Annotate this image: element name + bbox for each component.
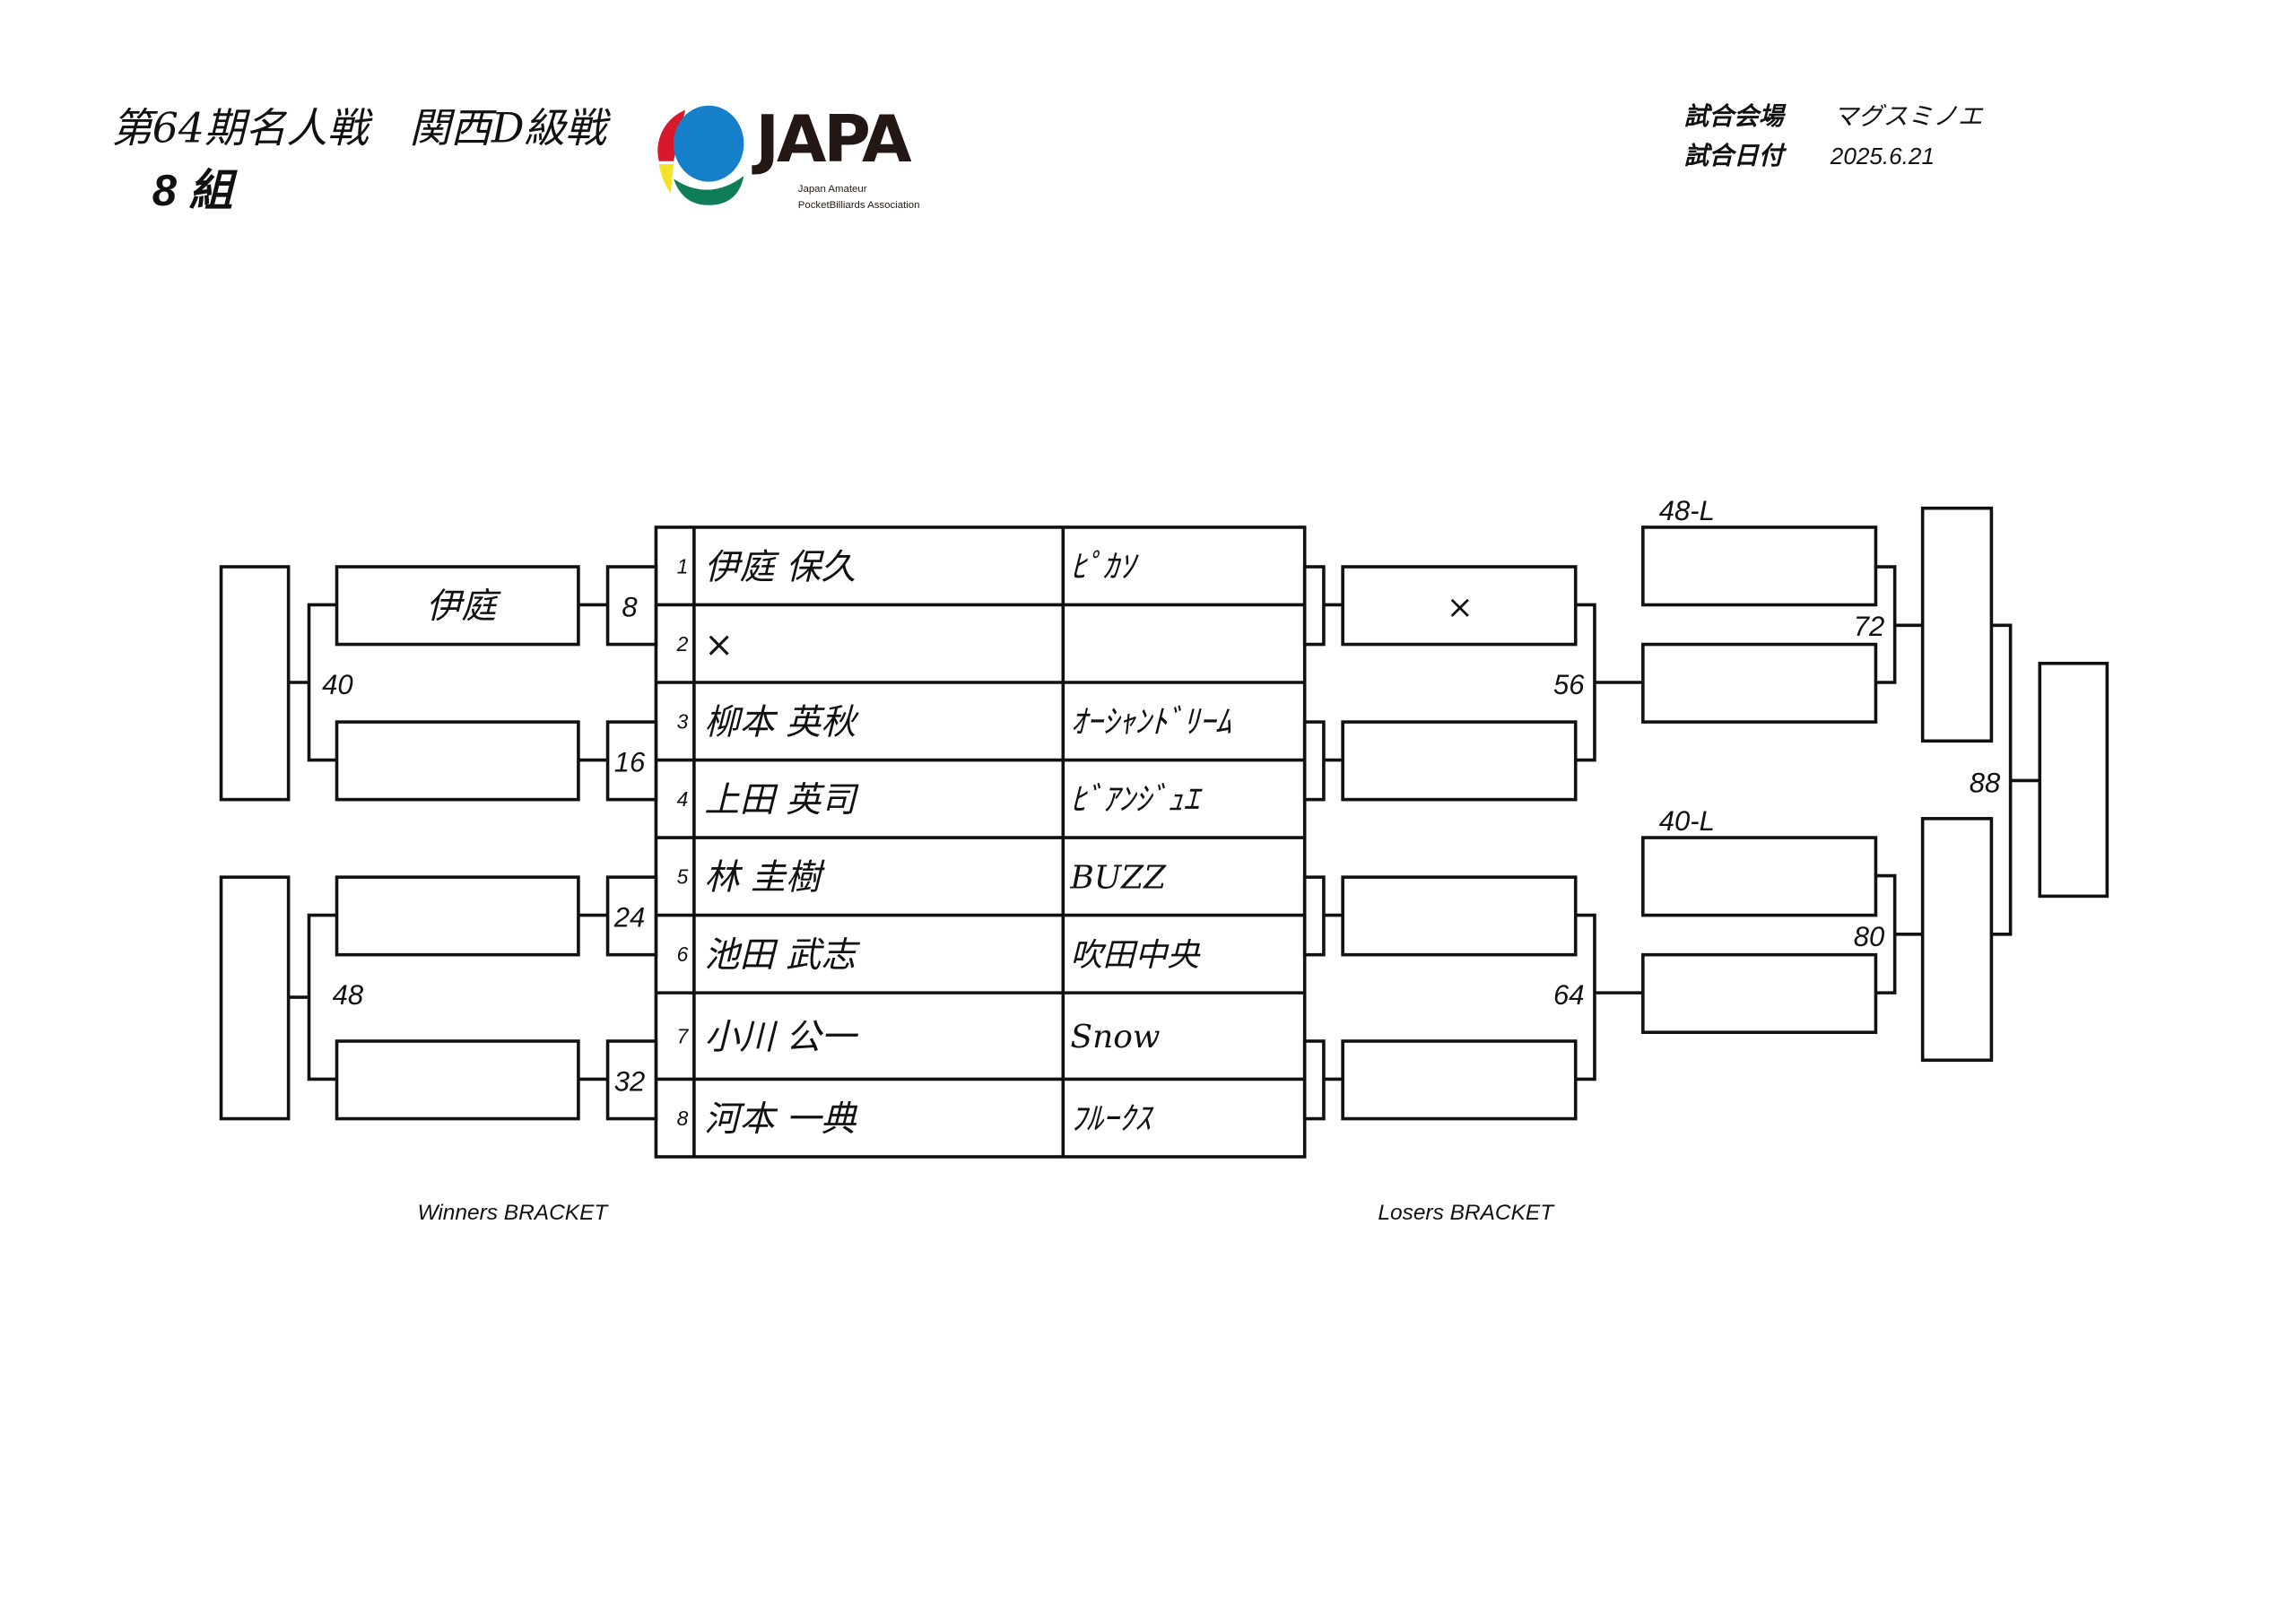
team-name: ﾌﾙｰｸｽ	[1070, 1101, 1154, 1138]
loser-slot	[1920, 817, 1994, 1063]
date-value: 2025.6.21	[1830, 143, 1935, 169]
player-name: 柳本 英秋	[704, 702, 859, 743]
player-row: 1 伊庭 保久 ﾋﾟｶｿ	[656, 547, 1305, 607]
match-number: 8	[622, 592, 638, 623]
winners-bracket-label: Winners BRACKET	[417, 1201, 609, 1225]
logo-line1: Japan Amateur	[798, 184, 867, 195]
player-name: 伊庭 保久	[704, 547, 856, 587]
seed-number: 7	[677, 1025, 690, 1048]
match-number: 88	[1970, 767, 2001, 798]
player-row: 3 柳本 英秋 ｵｰｼｬﾝﾄﾞﾘｰﾑ	[656, 702, 1305, 762]
japa-logo: JAPA Japan Amateur PocketBilliards Assoc…	[657, 101, 919, 211]
team-name: ｵｰｼｬﾝﾄﾞﾘｰﾑ	[1070, 704, 1231, 741]
venue-label: 試合会場	[1684, 102, 1787, 130]
loser-slot	[1341, 1039, 1578, 1121]
group-label: 8 組	[152, 167, 239, 215]
event-title: 第64期名人戦 関西D級戦	[111, 105, 611, 152]
loser-slot	[1920, 506, 1994, 743]
loser-entry: ×	[1447, 589, 1474, 626]
losers-bracket-label: Losers BRACKET	[1378, 1201, 1555, 1225]
match-number: 32	[614, 1066, 646, 1098]
player-name: 池田 武志	[704, 935, 860, 976]
match-number: 16	[614, 747, 646, 778]
winner-slot	[219, 565, 291, 802]
player-name: ×	[704, 625, 734, 665]
winner-slot	[335, 720, 580, 802]
match-number: 56	[1553, 669, 1585, 700]
loser-slot	[1641, 836, 1878, 917]
drop-label: 48-L	[1659, 495, 1715, 526]
loser-slot	[1641, 642, 1878, 724]
match-number: 80	[1854, 921, 1885, 952]
winner-slot	[335, 1039, 580, 1121]
seed-number: 1	[677, 554, 689, 578]
team-name: 吹田中央	[1070, 937, 1201, 974]
drop-label: 40-L	[1659, 805, 1715, 837]
player-name: 小川 公一	[704, 1017, 858, 1057]
seed-number: 4	[677, 787, 689, 811]
player-row: 8 河本 一典 ﾌﾙｰｸｽ	[677, 1099, 1155, 1140]
winner-slot	[335, 875, 580, 957]
match-number: 72	[1854, 611, 1885, 642]
seed-number: 8	[677, 1107, 689, 1130]
seed-number: 5	[677, 865, 689, 889]
seed-number: 2	[676, 632, 689, 656]
loser-slot	[1341, 720, 1578, 802]
match-number: 48	[333, 979, 364, 1011]
team-name: ﾋﾟｶｿ	[1070, 549, 1139, 586]
match-number: 24	[613, 902, 646, 934]
losers-bracket: × 56 64 48-L 40-L 72 80 88 Losers BRACKE…	[1302, 495, 2109, 1225]
player-row: 7 小川 公一 Snow	[656, 1017, 1305, 1081]
player-row: 5 林 圭樹 BUZZ	[656, 857, 1305, 917]
final-slot	[2038, 661, 2109, 899]
team-name: Snow	[1070, 1019, 1160, 1055]
team-name: ﾋﾞｱﾝｼﾞｭｴ	[1070, 782, 1203, 819]
player-row: 2×	[656, 625, 1305, 684]
winners-bracket: 8 16 24 32 伊庭 40 48 Winners BRACKET	[219, 565, 658, 1225]
loser-slot	[1341, 875, 1578, 957]
winner-slot	[219, 875, 291, 1121]
player-name: 河本 一典	[704, 1099, 858, 1140]
date-label: 試合日付	[1684, 142, 1787, 169]
logo-wordmark: JAPA	[751, 101, 912, 177]
seed-number: 3	[677, 710, 689, 734]
venue-value: マグスミノエ	[1833, 102, 1984, 130]
player-name: 上田 英司	[704, 780, 859, 821]
loser-slot	[1641, 525, 1878, 607]
player-row: 4 上田 英司 ﾋﾞｱﾝｼﾞｭｴ	[656, 780, 1305, 839]
logo-line2: PocketBilliards Association	[798, 200, 920, 211]
seed-number: 6	[677, 942, 689, 966]
player-name: 林 圭樹	[704, 857, 825, 898]
match-number: 64	[1553, 979, 1585, 1011]
team-name: BUZZ	[1069, 859, 1167, 896]
match-number: 40	[322, 669, 352, 700]
player-row: 6 池田 武志 吹田中央	[656, 935, 1305, 994]
winner-name: 伊庭	[426, 586, 501, 627]
loser-slot	[1641, 952, 1878, 1035]
